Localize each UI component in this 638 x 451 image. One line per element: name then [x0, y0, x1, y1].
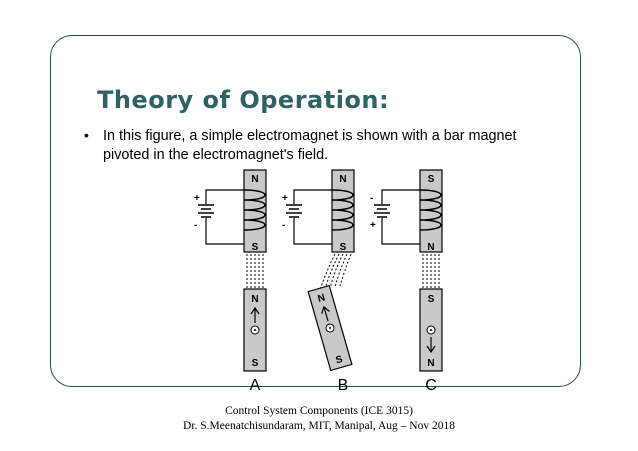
bar-magnet-top-pole-b: N — [317, 292, 327, 305]
field-lines-c — [422, 254, 440, 288]
battery-bottom-sign-a: - — [194, 220, 197, 231]
bar-magnet-bottom-pole-b: S — [335, 354, 345, 367]
battery-top-sign-b: + — [282, 193, 288, 204]
arrow-a — [250, 306, 260, 323]
bullet-mark: • — [84, 127, 89, 143]
circuit-wire-c — [381, 189, 420, 245]
slide-frame — [50, 35, 581, 387]
coil-b — [331, 189, 354, 231]
pivot-center-a — [254, 329, 256, 331]
arrow-b — [321, 305, 330, 322]
battery-top-sign-c: - — [370, 193, 373, 204]
electromagnet-top-pole-c: S — [428, 174, 435, 185]
bar-magnet-group-b: N S — [307, 284, 353, 372]
battery-top-sign-a: + — [194, 193, 200, 204]
panel-label-c: C — [425, 377, 437, 393]
footer-course: Control System Components (ICE 3015) — [225, 405, 413, 417]
bar-magnet-bottom-pole-a: S — [252, 358, 259, 369]
panel-label-b: B — [338, 377, 349, 393]
bar-magnet-bottom-pole-c: N — [427, 358, 434, 369]
electromagnet-bottom-pole-b: S — [340, 242, 347, 253]
electromagnet-top-pole-b: N — [339, 174, 346, 185]
panel-c: S N - + S N C — [370, 169, 443, 393]
bar-magnet-top-pole-c: S — [428, 294, 435, 305]
electromagnet-bottom-pole-a: S — [252, 242, 259, 253]
panel-label-a: A — [250, 377, 261, 393]
circuit-wire-b — [293, 189, 332, 245]
pivot-center-b — [329, 327, 331, 329]
field-lines-a — [246, 254, 264, 288]
battery-bottom-sign-c: + — [370, 220, 376, 231]
arrow-c — [426, 337, 436, 354]
electromagnet-figure: N S + - N S A N S + - N S B — [194, 169, 443, 393]
circuit-wire-a — [205, 189, 244, 245]
bullet-text: In this figure, a simple electromagnet i… — [103, 128, 517, 163]
electromagnet-bottom-pole-c: N — [427, 242, 434, 253]
pivot-center-c — [430, 329, 432, 331]
slide-title: Theory of Operation: — [97, 86, 390, 114]
battery-a — [198, 204, 214, 218]
coil-a — [243, 189, 266, 231]
battery-bottom-sign-b: - — [282, 220, 285, 231]
panel-a: N S + - N S A — [194, 169, 267, 393]
coil-c — [419, 189, 442, 231]
panel-b: N S + - N S B — [282, 169, 355, 393]
bar-magnet-top-pole-a: N — [251, 294, 258, 305]
electromagnet-top-pole-a: N — [251, 174, 258, 185]
footer-author: Dr. S.Meenatchisundaram, MIT, Manipal, A… — [183, 420, 455, 432]
battery-b — [286, 204, 302, 218]
field-lines-b — [319, 253, 352, 291]
battery-c — [374, 204, 390, 218]
